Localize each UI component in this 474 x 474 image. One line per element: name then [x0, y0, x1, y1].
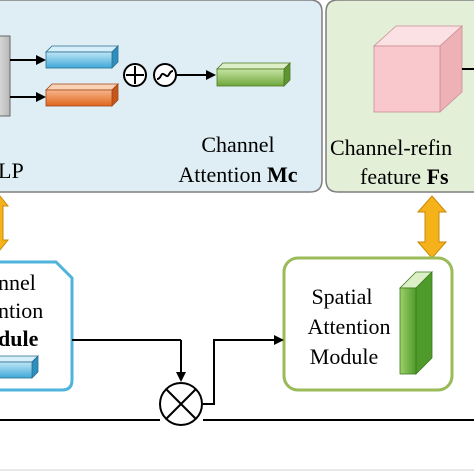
mlp-block — [0, 35, 11, 117]
channel-module-line1: nnel — [0, 270, 36, 295]
spatial-attention-module-box: Spatial Attention Module — [282, 256, 454, 392]
spatial-module-line1: Spatial — [311, 284, 372, 309]
channel-attention-mc-bar — [216, 62, 291, 87]
channel-attention-label-line1: Channel — [201, 132, 274, 157]
flow-multiply-to-spatial — [203, 335, 284, 405]
circle-times-icon — [159, 382, 203, 426]
spatial-module-line3: Module — [310, 344, 378, 369]
channel-module-line2: ntion — [0, 298, 43, 323]
double-arrow-right — [416, 195, 448, 259]
channel-attention-panel: LP Channel Attention Mc — [0, 0, 323, 193]
spatial-attention-map-slab — [399, 271, 433, 375]
sigmoid-icon — [153, 63, 177, 87]
avgpool-vector-bar — [45, 45, 119, 69]
refined-feature-label-line1: Channel-refin — [330, 135, 452, 160]
channel-attention-label-line2: Attention Mc — [178, 162, 297, 187]
channel-module-line3: dule — [0, 326, 39, 351]
refined-feature-label-line2: feature Fs — [360, 164, 449, 189]
mlp-label: LP — [0, 158, 24, 183]
spatial-module-line2: Attention — [307, 314, 390, 339]
refined-feature-cube — [372, 25, 464, 113]
refined-feature-panel: Channel-refin feature Fs — [325, 0, 474, 193]
channel-module-bar — [0, 355, 39, 379]
circle-plus-icon — [123, 63, 147, 87]
channel-attention-module-box: nnel ntion dule — [0, 260, 74, 392]
double-arrow-left — [0, 195, 10, 251]
maxpool-vector-bar — [45, 83, 119, 107]
